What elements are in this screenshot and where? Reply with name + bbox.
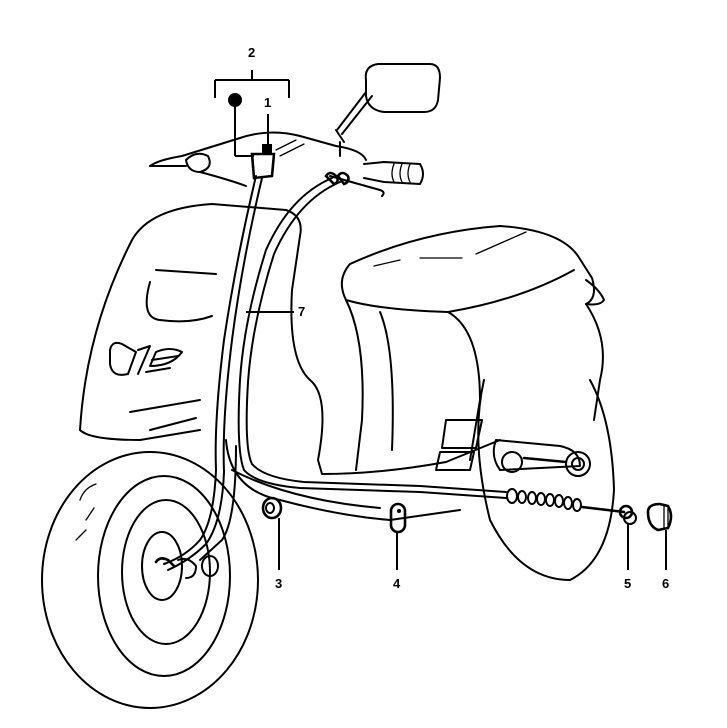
callout-6: 6 [662, 576, 670, 591]
callout-4: 4 [393, 576, 401, 591]
front-wheel [41, 445, 259, 709]
handlebar [149, 131, 424, 197]
drive-nut-part [618, 504, 637, 570]
callout-2: 2 [248, 45, 256, 60]
callout-2-bracket [214, 70, 290, 157]
rear-wheel [477, 379, 615, 581]
callout-7: 7 [298, 304, 306, 319]
cable-upper-connector [250, 152, 276, 180]
cable-clamp-part [389, 502, 407, 570]
callout-5: 5 [624, 576, 632, 591]
mirror [335, 63, 441, 157]
cable-end-fitting [262, 144, 272, 154]
callout-1: 1 [264, 95, 272, 110]
leg-shield [79, 203, 302, 441]
bead-marker [228, 93, 242, 107]
drive-gear-part [646, 502, 673, 570]
grommet-part [261, 496, 283, 570]
speedometer-cable [163, 175, 626, 571]
callout-3: 3 [275, 576, 283, 591]
body-frame [225, 225, 605, 521]
